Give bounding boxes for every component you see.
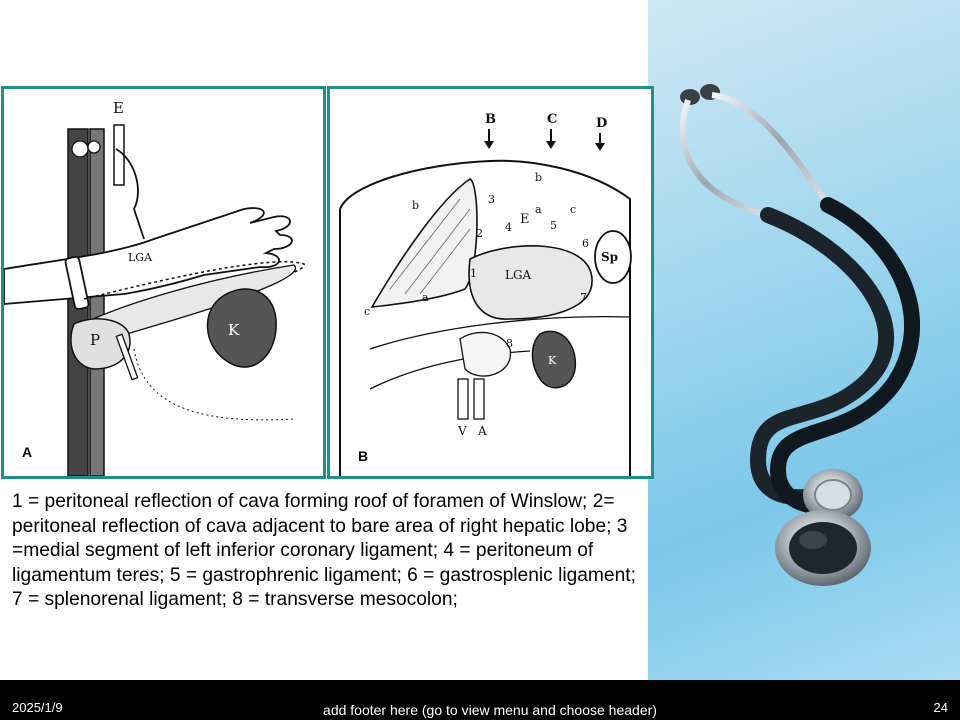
footer-text: add footer here (go to view menu and cho…: [323, 702, 657, 718]
fig-b-label-c-right: c: [570, 203, 576, 216]
fig-b-label-lga: LGA: [505, 268, 532, 282]
figure-b-drawing: B C D: [339, 112, 632, 476]
fig-a-label-k: K: [228, 321, 240, 339]
stethoscope-illustration: [679, 84, 920, 586]
fig-b-label-v: V: [457, 424, 467, 438]
figure-caption: 1 = peritoneal reflection of cava formin…: [12, 491, 636, 610]
figure-a-drawing: E LGA K P: [4, 99, 305, 476]
figure-a-letter: A: [22, 444, 33, 460]
fig-b-label-b-left: b: [412, 199, 419, 212]
arrow-label-d: D: [596, 116, 607, 131]
fig-b-num-3: 3: [488, 193, 495, 206]
fig-b-num-2: 2: [476, 227, 483, 240]
fig-b-label-c-left: c: [364, 305, 370, 318]
arrow-c: C: [546, 112, 557, 149]
footer-bar: [0, 680, 960, 720]
fig-a-label-lga: LGA: [128, 251, 153, 264]
fig-b-num-8: 8: [506, 337, 513, 350]
figure-panel-a: E LGA K P A: [1, 86, 326, 479]
fig-a-label-p: P: [90, 331, 100, 349]
fig-b-label-k: K: [548, 354, 557, 367]
figure-b-letter: B: [358, 448, 369, 464]
fig-b-num-5: 5: [550, 219, 557, 232]
fig-b-label-a: A: [477, 424, 487, 438]
stethoscope-photo: [648, 0, 960, 680]
fig-b-num-1: 1: [470, 267, 477, 280]
fig-b-num-4: 4: [505, 221, 512, 234]
fig-b-label-sp: Sp: [601, 250, 618, 264]
fig-b-label-a-right: a: [535, 203, 542, 216]
arrow-label-b: B: [485, 112, 496, 127]
fig-b-label-e: E: [520, 212, 530, 227]
footer-page-number: 24: [933, 700, 948, 715]
figure-panel-b: B C D: [327, 86, 654, 479]
arrow-label-c: C: [547, 112, 557, 127]
footer-date: 2025/1/9: [12, 700, 63, 715]
fig-b-label-a-left: a: [422, 291, 429, 304]
arrow-d: D: [595, 116, 607, 151]
fig-b-num-7: 7: [580, 291, 587, 304]
fig-a-label-e: E: [113, 99, 124, 117]
fig-b-label-b-right: b: [535, 171, 542, 184]
fig-b-num-6: 6: [582, 237, 589, 250]
arrow-b: B: [484, 112, 496, 149]
